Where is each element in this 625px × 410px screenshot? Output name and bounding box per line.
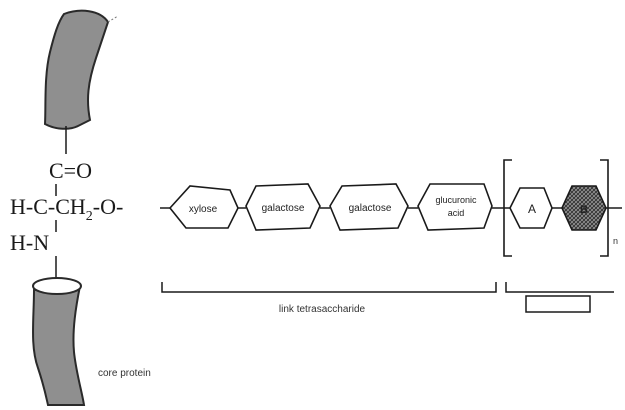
sugar-galactose-2: galactose	[329, 183, 409, 231]
svg-text:A: A	[528, 202, 536, 216]
svg-text:xylose: xylose	[189, 204, 218, 215]
svg-text:acid: acid	[448, 208, 465, 218]
repeat-region-bracket	[505, 282, 614, 293]
svg-text:B: B	[580, 204, 588, 216]
sugar-a: A	[509, 187, 553, 229]
svg-text:glucuronic: glucuronic	[435, 195, 477, 205]
protein-end-tick	[107, 15, 119, 23]
sugar-glucuronic-acid: glucuronic acid	[417, 183, 493, 231]
link-tetrasaccharide-label: link tetrasaccharide	[279, 304, 366, 315]
repeat-count-n: n	[613, 236, 618, 246]
amine-group: H-N	[10, 230, 49, 255]
repeat-region-label-box	[525, 295, 591, 313]
svg-text:galactose: galactose	[349, 203, 392, 214]
core-protein-lower	[32, 277, 86, 406]
core-protein-upper	[43, 9, 110, 130]
carbonyl-group: C=O	[49, 158, 92, 183]
sugar-galactose-1: galactose	[245, 183, 321, 231]
link-tetrasaccharide-bracket	[161, 282, 497, 293]
repeat-bracket	[503, 159, 609, 257]
alpha-carbon-group: H-C-CH2-O-	[10, 194, 123, 224]
sugar-xylose: xylose	[168, 185, 239, 229]
svg-text:galactose: galactose	[262, 203, 305, 214]
sugar-b: B	[561, 185, 607, 231]
core-protein-label: core protein	[98, 368, 151, 379]
